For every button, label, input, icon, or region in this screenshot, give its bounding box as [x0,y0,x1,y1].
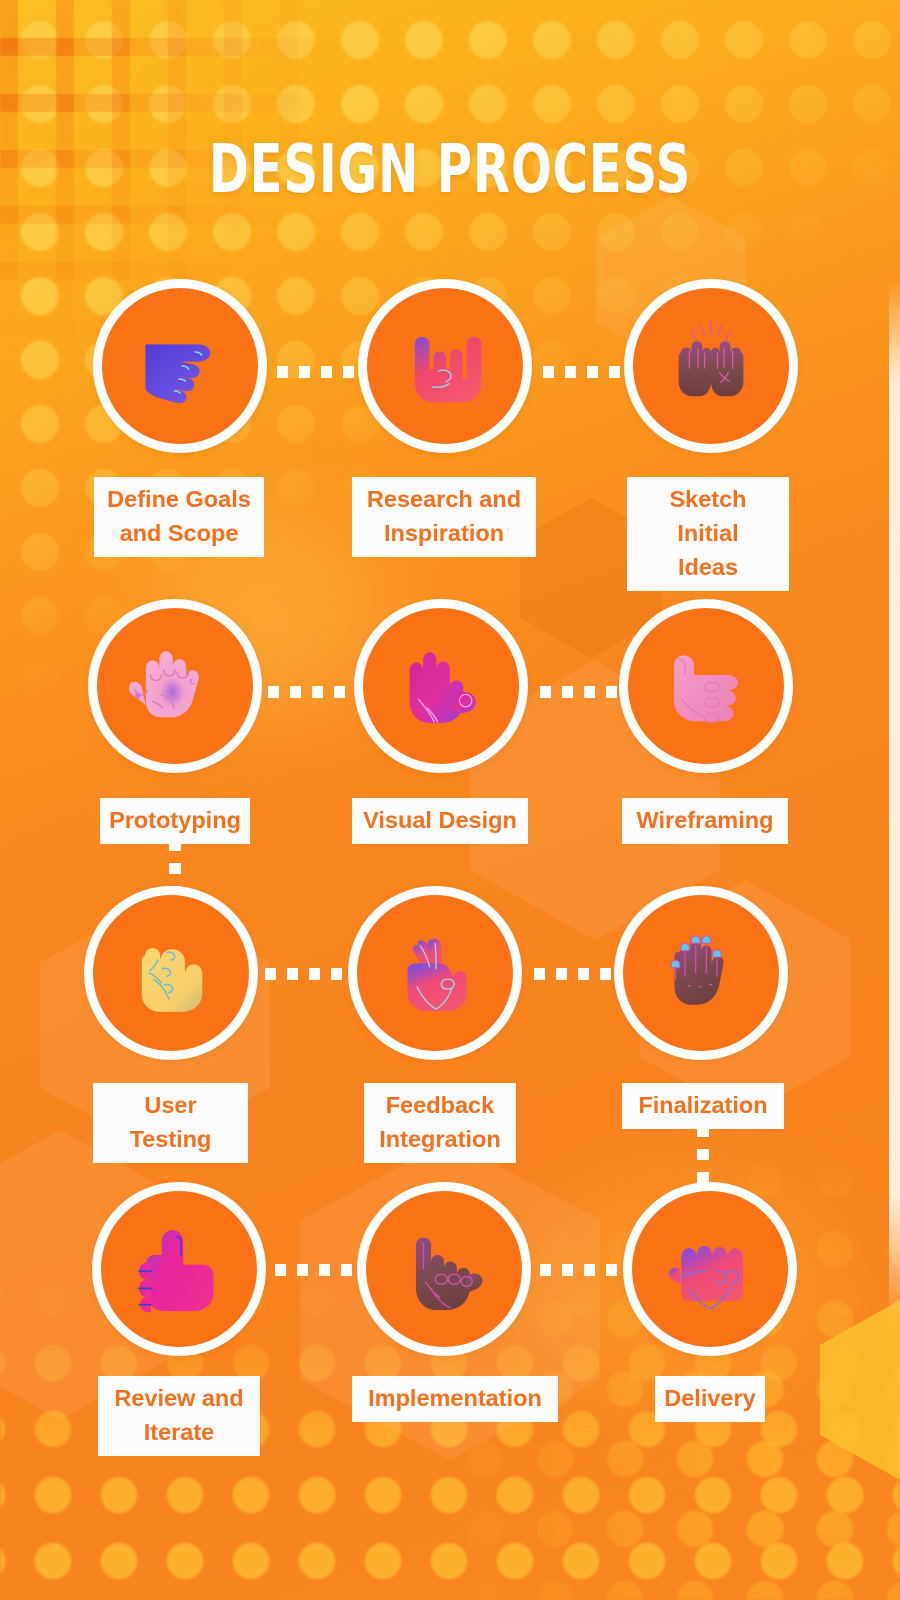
step-circle[interactable] [619,599,793,773]
connector-finalization-to-delivery [697,1126,709,1194]
connector-research-to-sketch [543,366,621,378]
connector-visual-design-to-prototyping [268,686,352,698]
step-circle[interactable] [84,886,258,1060]
step-circle[interactable] [88,599,262,773]
step-circle[interactable] [623,1182,797,1356]
step-circle[interactable] [348,886,522,1060]
step-circle[interactable] [624,279,798,453]
pointing-left-hand-icon [628,608,784,764]
connector-user-testing-to-feedback [265,968,347,980]
connector-prototyping-to-user-testing [169,840,181,900]
step-label: Delivery [655,1376,765,1422]
connector-wireframing-to-visual-design [540,686,622,698]
step-label: Prototyping [100,798,250,844]
closed-fist-hand-icon [93,895,249,1051]
thumbs-up-hand-icon [101,1191,257,1347]
pointing-right-hand-icon [102,288,258,444]
connector-delivery-to-implementation [540,1264,620,1276]
step-label: User Testing [93,1083,248,1163]
step-label: Review and Iterate [98,1376,260,1456]
step-label: Define Goals and Scope [94,477,264,557]
step-circle[interactable] [358,279,532,453]
right-edge-strip [889,280,900,1320]
yellow-hexagon-decoration [820,1300,900,1480]
step-circle[interactable] [354,599,528,773]
rock-on-horns-hand-icon [367,288,523,444]
step-circle[interactable] [92,1182,266,1356]
step-circle[interactable] [93,279,267,453]
connector-feedback-to-finalization [534,968,616,980]
open-palm-hand-icon [97,608,253,764]
step-label: Finalization [622,1083,784,1129]
page-title: DESIGN PROCESS [208,130,692,208]
step-circle[interactable] [614,886,788,1060]
raised-celebration-hands-icon [633,288,789,444]
connector-define-goals-to-research [277,366,355,378]
ok-sign-hand-icon [363,608,519,764]
step-label: Visual Design [352,798,528,844]
step-label: Sketch Initial Ideas [627,477,789,591]
step-label: Research and Inspiration [352,477,536,557]
step-label: Wireframing [622,798,788,844]
raised-fist-hand-icon [632,1191,788,1347]
connector-implementation-to-review [275,1264,355,1276]
step-label: Implementation [352,1376,558,1422]
step-label: Feedback Integration [364,1083,516,1163]
back-of-hand-icon [623,895,779,1051]
step-circle[interactable] [357,1182,531,1356]
shaka-hand-icon [366,1191,522,1347]
crossed-fingers-hand-icon [357,895,513,1051]
